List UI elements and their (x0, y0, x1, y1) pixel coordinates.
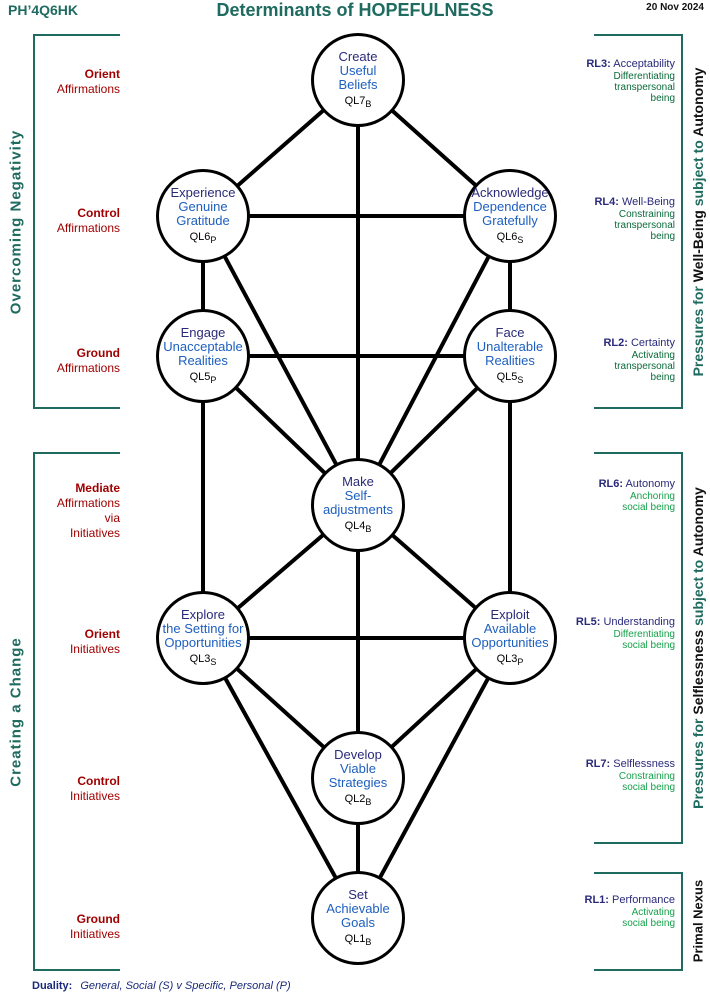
right-bracket-top (594, 34, 683, 409)
right-bracket-middle (594, 452, 683, 844)
pressures-selflessness-title: Pressures for Selflessness subject to Au… (690, 487, 706, 809)
section-title-overcoming-negativity: Overcoming Negativity (7, 129, 25, 315)
edge-ql3p-ql1 (356, 636, 512, 920)
edge-ql3s-ql1 (201, 636, 360, 920)
right-bracket-bottom (594, 872, 683, 971)
pressures-wellbeing-title: Pressures for Well-Being subject to Auto… (690, 67, 706, 377)
document-code: PH’4Q6HK (8, 2, 79, 18)
edge-ql6p-ql4 (201, 214, 360, 507)
document-date: 20 Nov 2024 (646, 2, 704, 13)
primal-nexus-title: Primal Nexus (690, 879, 706, 963)
duality-note: Duality:General, Social (S) v Specific, … (32, 980, 291, 992)
section-title-creating-a-change: Creating a Change (7, 637, 25, 787)
page-title: Determinants of HOPEFULNESS (216, 0, 494, 20)
left-bracket-bottom (33, 452, 120, 971)
left-bracket-top (33, 34, 120, 409)
edge-ql6s-ql4 (356, 214, 512, 507)
